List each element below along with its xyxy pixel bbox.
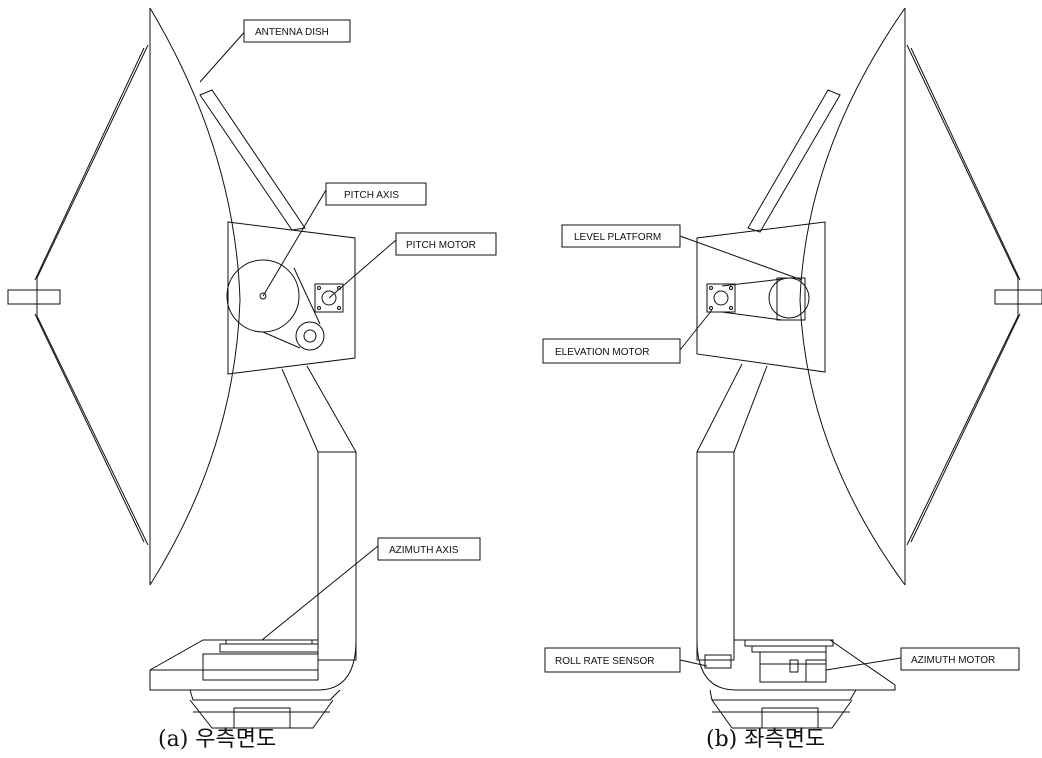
elevation-drive [706,277,810,321]
azimuth-base [149,639,357,729]
left-side-view: LEVEL PLATFORM ELEVATION MOTOR ROLL RATE… [542,7,1042,752]
callout-azimuth-axis: AZIMUTH AXIS [261,537,481,641]
label-roll-rate-sensor: ROLL RATE SENSOR [555,656,654,667]
label-antenna-dish: ANTENNA DISH [255,27,329,38]
label-level-platform: LEVEL PLATFORM [574,232,661,243]
callout-roll-rate-sensor: ROLL RATE SENSOR [544,647,708,673]
callout-level-platform: LEVEL PLATFORM [561,224,803,281]
label-azimuth-motor: AZIMUTH MOTOR [911,655,995,666]
pitch-drive [226,259,344,351]
caption-right-side-view: (a) 우측면도 [158,727,276,752]
callout-elevation-motor: ELEVATION MOTOR [542,309,713,364]
azimuth-base-mirrored [696,639,896,729]
caption-left-side-view: (b) 좌측면도 [706,727,825,752]
antenna-dish-mirrored [799,7,1042,586]
antenna-dish [7,7,241,586]
support-column-mirrored [696,363,768,660]
support-column [281,365,357,660]
pitch-bracket [227,221,356,375]
callout-antenna-dish: ANTENNA DISH [199,19,351,83]
label-pitch-axis: PITCH AXIS [344,190,399,201]
callout-azimuth-motor: AZIMUTH MOTOR [825,647,1020,671]
label-azimuth-axis: AZIMUTH AXIS [389,545,459,556]
callout-pitch-axis: PITCH AXIS [262,182,427,297]
label-elevation-motor: ELEVATION MOTOR [555,347,649,358]
level-platform-bracket [696,221,826,373]
callout-pitch-motor: PITCH MOTOR [328,232,497,299]
label-pitch-motor: PITCH MOTOR [406,240,476,251]
dish-strut-mirrored [747,89,841,233]
dish-strut [199,89,306,231]
right-side-view: ANTENNA DISH PITCH AXIS PITCH MOTOR AZIM… [7,7,497,752]
